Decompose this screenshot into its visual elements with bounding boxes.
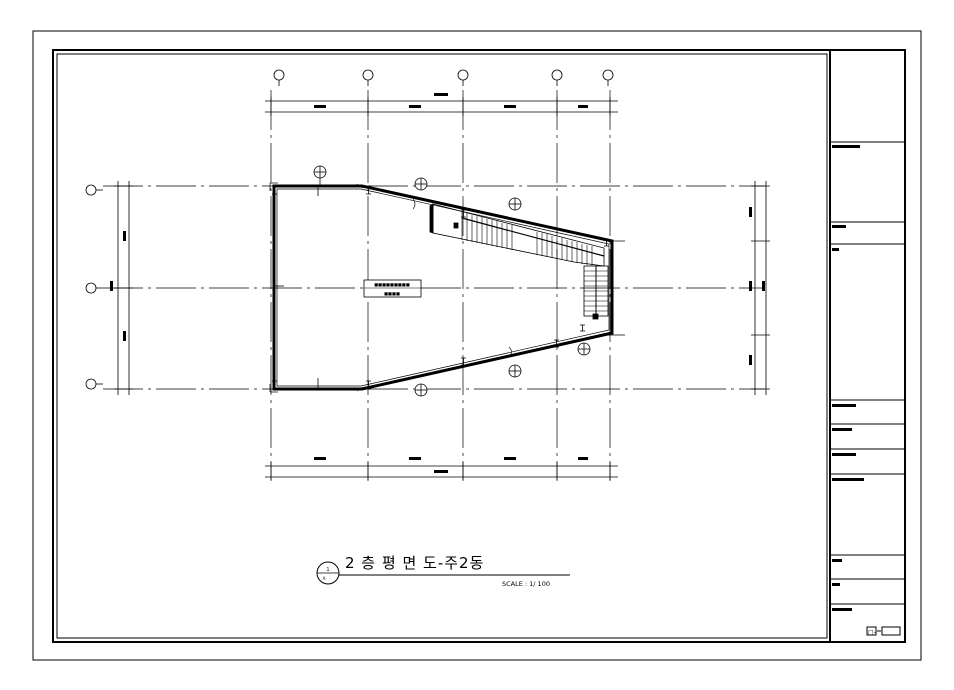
- sheet-number: □-: [868, 629, 876, 636]
- room-label-line1: ■■■■■■■■■: [374, 282, 410, 287]
- drawing-title-block: 1 A 2 층 평 면 도-주2동 SCALE : 1/ 100: [316, 554, 570, 588]
- grid-bubbles: [85, 69, 614, 390]
- drawing-scale: SCALE : 1/ 100: [502, 580, 550, 588]
- door-swings: [356, 183, 512, 392]
- sheet-border: [32, 30, 922, 661]
- title-block: [830, 141, 905, 636]
- section-mark-number: 1: [326, 567, 329, 573]
- staircase: [429, 203, 609, 320]
- section-markers: [313, 165, 591, 397]
- dimension-lines: [110, 93, 770, 481]
- section-mark-letter: A: [323, 576, 326, 581]
- building-walls: [269, 182, 625, 393]
- column-markers: [272, 185, 609, 390]
- grid-lines: [103, 90, 765, 480]
- room-label: ■■■■■■■■■ ■■■■: [363, 279, 422, 298]
- drawing-title: 2 층 평 면 도-주2동: [345, 554, 484, 572]
- room-label-line2: ■■■■: [384, 291, 400, 296]
